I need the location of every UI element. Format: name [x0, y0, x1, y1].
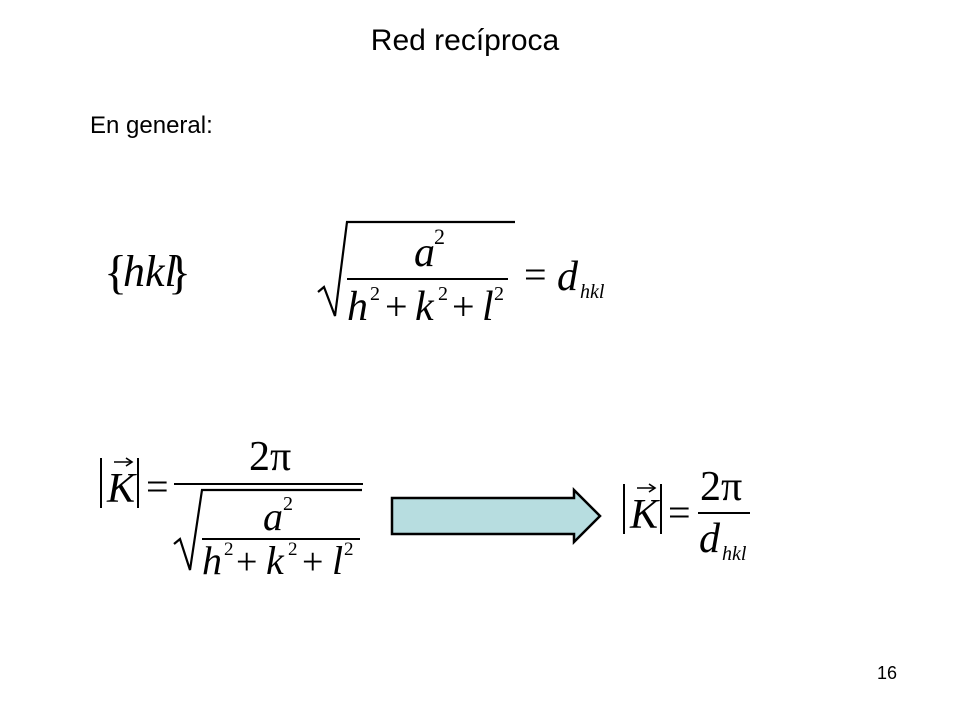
inner-denom-h-exp: 2: [224, 539, 234, 560]
inner-denom-plus-2: +: [302, 541, 323, 583]
spacing-subscript: hkl: [580, 281, 605, 303]
page-number: 16: [877, 663, 898, 683]
inner-denom-plus-1: +: [236, 541, 257, 583]
numerator-a: a: [414, 230, 435, 276]
inner-denom-h: h: [202, 538, 222, 583]
right-brace: }: [168, 246, 191, 299]
equals-sign: =: [524, 252, 547, 297]
inner-denom-l-exp: 2: [344, 539, 354, 560]
inner-denom-l: l: [332, 538, 343, 583]
square-root-sign: [317, 220, 515, 317]
denom-plus-1: +: [385, 284, 408, 329]
result-equals: =: [668, 490, 691, 535]
inner-numerator-a: a: [263, 494, 283, 539]
denom-h-exp: 2: [370, 283, 380, 305]
vector-arrow-head: [125, 457, 134, 467]
equals-sign-2: =: [146, 464, 169, 509]
denom-k-exp: 2: [438, 283, 448, 305]
result-numerator: 2π: [700, 464, 742, 510]
square-root-sign-2: [173, 488, 362, 571]
vector-k: K: [106, 466, 137, 512]
inner-denom-k: k: [266, 538, 285, 583]
result-arrow-head: [648, 483, 657, 493]
left-brace: {: [104, 246, 127, 299]
intro-text: En general:: [90, 112, 213, 139]
spacing-d: d: [557, 254, 579, 300]
slide-title: Red recíproca: [370, 24, 560, 57]
inner-denom-k-exp: 2: [288, 539, 298, 560]
result-subscript: hkl: [722, 543, 747, 565]
numerator-exponent: 2: [434, 224, 445, 249]
inner-numerator-exp: 2: [283, 493, 293, 515]
formula-interplanar-spacing: a 2 h 2 + k 2 + l 2 = d hkl: [317, 220, 605, 330]
denom-l-exp: 2: [494, 283, 504, 305]
denom-plus-2: +: [452, 284, 475, 329]
result-d: d: [699, 516, 721, 562]
numerator-2pi: 2π: [249, 434, 291, 480]
denom-h: h: [347, 284, 368, 330]
denom-l: l: [482, 284, 494, 330]
implies-arrow: [390, 486, 602, 546]
formula-reciprocal-result: K = 2π d hkl: [623, 464, 750, 565]
formula-plane-family: { hkl }: [104, 246, 191, 299]
result-vector-k: K: [629, 492, 660, 538]
plane-indices: hkl: [123, 247, 177, 296]
denom-k: k: [415, 284, 435, 330]
formula-reciprocal-vector: K = 2π a 2 h 2 + k 2 + l 2: [100, 434, 363, 583]
